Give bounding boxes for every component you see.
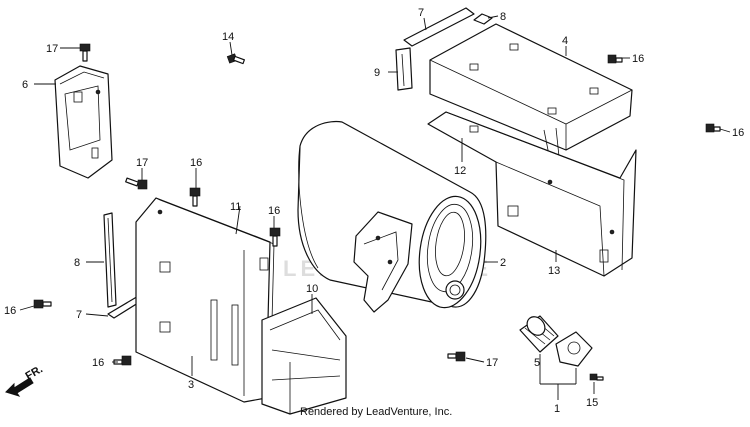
front-label: FR. [24,363,45,382]
part-6-bracket[interactable] [54,65,113,179]
bolt-16-mid[interactable] [189,187,201,207]
part-1-flange[interactable] [555,331,593,367]
callout-12: 12 [454,165,466,177]
callout-4: 4 [562,35,568,47]
callout-16-center: 16 [268,205,280,217]
bolt-16-bottom[interactable] [113,355,132,366]
callout-15: 15 [586,397,598,409]
bolt-17-mid[interactable] [125,177,148,190]
callout-8-left: 8 [74,257,80,269]
callout-10: 10 [306,283,318,295]
callout-17-top: 17 [46,43,58,55]
bolt-17-bottom[interactable] [447,351,466,362]
callout-16-mid: 16 [190,157,202,169]
render-credit: Rendered by LeadVenture, Inc. [300,406,452,418]
callout-1: 1 [554,403,560,415]
part-4-cover[interactable] [429,23,633,171]
callout-8-top: 8 [500,11,506,23]
callout-2: 2 [500,257,506,269]
callout-9: 9 [374,67,380,79]
callout-7-left: 7 [76,309,82,321]
callout-17-mid: 17 [136,157,148,169]
bolt-15[interactable] [589,373,604,381]
part-7-strip-top[interactable] [403,7,475,47]
callout-17-bottom: 17 [486,357,498,369]
bolt-14[interactable] [226,53,245,65]
part-8-strip-top[interactable] [473,13,493,25]
bolt-16-left[interactable] [33,299,52,309]
part-5-screen[interactable] [519,313,559,353]
part-10-tray[interactable] [261,297,347,415]
callout-13: 13 [548,265,560,277]
callout-14: 14 [222,31,234,43]
callout-5: 5 [534,357,540,369]
callout-3: 3 [188,379,194,391]
callout-16-left: 16 [4,305,16,317]
callout-6: 6 [22,79,28,91]
callout-7-top: 7 [418,7,424,19]
bolt-17-top[interactable] [79,43,91,62]
callout-11: 11 [230,201,241,213]
bolt-16-right[interactable] [607,54,623,64]
front-direction-indicator: FR. [5,363,45,397]
callout-16-bottom: 16 [92,357,104,369]
callout-16-right: 16 [632,53,644,65]
part-9-strip[interactable] [395,47,413,91]
leader-lines [19,15,731,400]
part-2-muffler[interactable] [297,120,488,313]
front-arrow-icon [5,377,34,397]
bolt-16-center[interactable] [269,227,281,247]
bolt-16-far-right[interactable] [705,123,721,133]
callout-labels: 17 14 6 17 16 16 8 11 7 16 16 3 10 2 17 … [4,7,744,415]
callout-16-far-right: 16 [732,127,744,139]
part-8-strip-left[interactable] [103,212,117,308]
part-13-heat-shield[interactable] [427,111,637,277]
part-3-heat-shield[interactable] [135,197,275,403]
